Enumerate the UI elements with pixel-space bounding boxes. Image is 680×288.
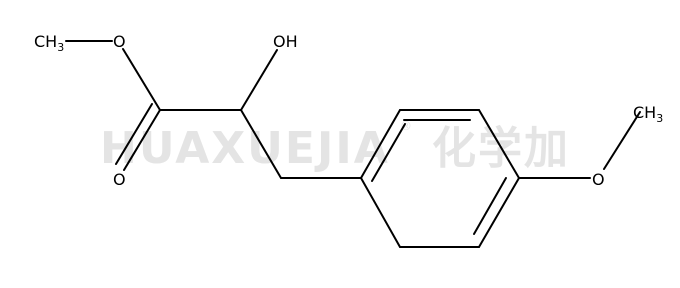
bond-o-carbonyl: [122, 48, 161, 111]
ring-bond-6: [360, 177, 401, 248]
atom-methyl-left: CH3: [34, 32, 64, 54]
atom-ester-oxygen: O: [113, 32, 126, 51]
bond-o-ch3: [603, 111, 641, 170]
atom-ether-oxygen: O: [592, 170, 605, 189]
bond-alpha-ch2: [240, 109, 282, 179]
ring-inner-bond-1: [371, 123, 406, 182]
bond-carbonyl-double-1: [123, 109, 161, 171]
bond-alpha-oh: [240, 49, 278, 111]
ring-bond-4: [478, 177, 520, 248]
atom-hydroxyl: OH: [273, 32, 298, 51]
ring-inner-bond-3: [473, 177, 507, 235]
atom-methyl-right: CH3: [633, 103, 663, 125]
bonds: [65, 40, 641, 248]
watermark-latin: HUAXUEJIA: [100, 123, 390, 174]
watermark-chinese: 化学加: [432, 123, 570, 174]
atom-labels: CH3 O OH O O CH3: [34, 32, 663, 189]
atom-carbonyl-oxygen: O: [113, 170, 126, 189]
ring-bond-3: [478, 109, 520, 179]
watermark: HUAXUEJIA ® 化学加: [100, 119, 570, 174]
bond-carbonyl-double-2: [115, 103, 153, 165]
ring-bond-1: [360, 109, 401, 179]
watermark-registered-mark: ®: [400, 119, 412, 133]
